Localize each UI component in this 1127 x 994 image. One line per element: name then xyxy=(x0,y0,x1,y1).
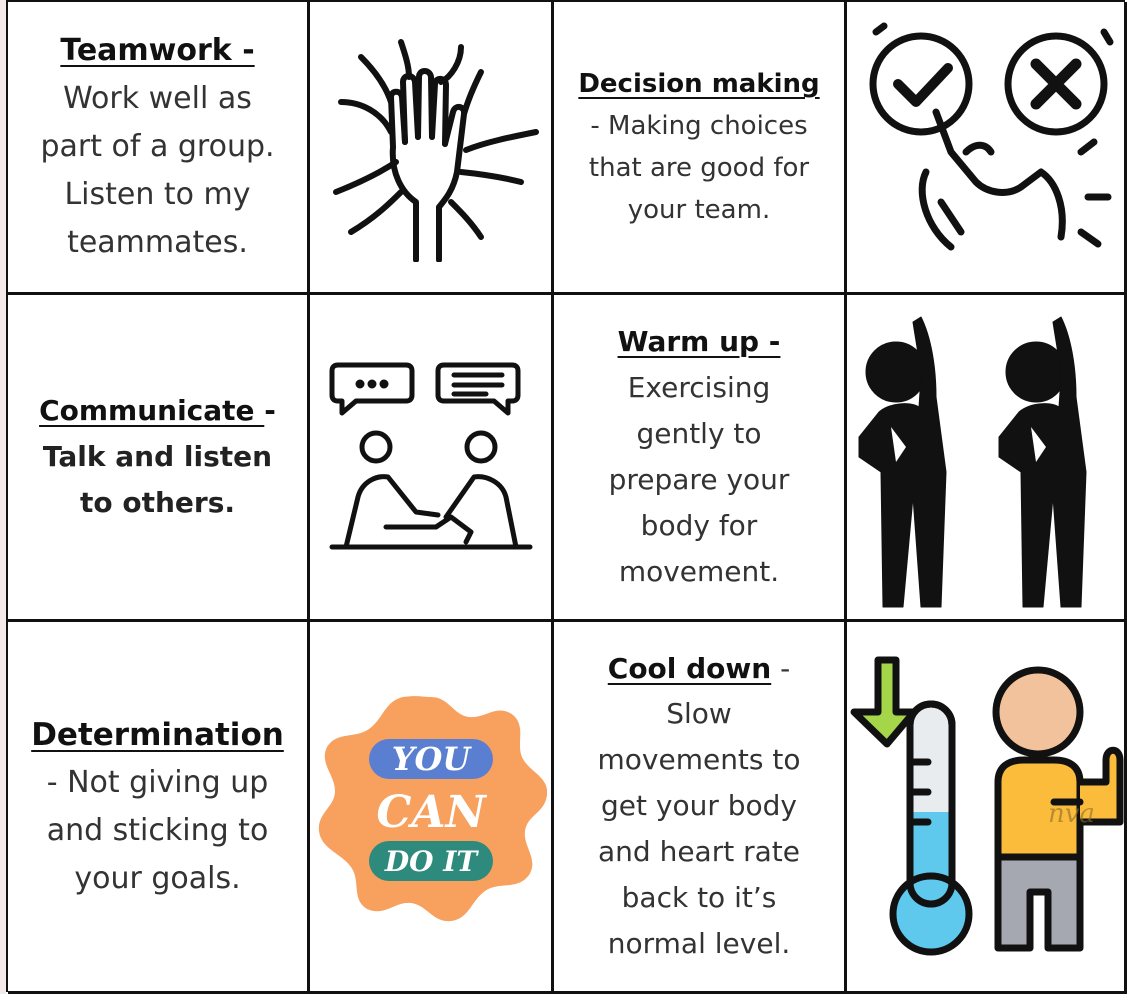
cool-down-line-6: normal level. xyxy=(607,926,791,960)
teamwork-line-3: Listen to my xyxy=(64,177,251,212)
watermark-text: nva xyxy=(1048,799,1095,829)
conversation-handshake-icon xyxy=(310,295,554,622)
card-cool-down: Cool down - Slow movements to get your b… xyxy=(554,622,847,994)
cool-down-line-4: and heart rate xyxy=(598,834,800,868)
cool-down-line-5: back to it’s xyxy=(621,880,777,914)
warm-up-title: Warm up - xyxy=(617,325,781,358)
cool-down-title-suffix: - xyxy=(771,651,791,685)
determination-line-1: - Not giving up xyxy=(46,764,269,800)
card-teamwork: Teamwork - Work well as part of a group.… xyxy=(8,2,310,295)
cool-down-line-2: movements to xyxy=(597,742,801,776)
card-decision-making: Decision making - Making choices that ar… xyxy=(554,2,847,295)
communicate-line-2: to others. xyxy=(79,486,236,519)
determination-line-3: your goals. xyxy=(74,860,241,896)
badge-can-text: CAN xyxy=(376,787,487,838)
determination-title: Determination xyxy=(31,716,284,753)
decision-making-line-1: - Making choices xyxy=(590,111,808,141)
teamwork-line-1: Work well as xyxy=(63,81,252,116)
warm-up-line-5: movement. xyxy=(618,555,780,588)
page-edge xyxy=(0,0,6,994)
badge-you-text: YOU xyxy=(391,740,472,778)
communicate-title-row: Communicate - xyxy=(39,388,276,434)
decision-making-title: Decision making xyxy=(578,69,820,99)
badge-doit-text: DO IT xyxy=(383,845,479,878)
thermometer-person-icon: nva xyxy=(847,622,1127,994)
hands-together-icon xyxy=(310,2,554,295)
warm-up-line-4: body for xyxy=(640,509,758,542)
decision-making-line-2: that are good for xyxy=(588,153,810,183)
card-warm-up: Warm up - Exercising gently to prepare y… xyxy=(554,295,847,622)
warm-up-line-2: gently to xyxy=(636,417,762,450)
stretching-people-icon xyxy=(847,295,1127,622)
cool-down-line-3: get your body xyxy=(601,788,797,822)
card-communicate: Communicate - Talk and listen to others. xyxy=(8,295,310,622)
warm-up-line-3: prepare your xyxy=(608,463,790,496)
cool-down-line-1: Slow xyxy=(666,696,732,730)
communicate-line-1: Talk and listen xyxy=(42,440,273,473)
communicate-title: Communicate xyxy=(39,394,265,427)
warm-up-line-1: Exercising xyxy=(627,371,771,404)
decision-making-line-3: your team. xyxy=(627,195,771,225)
cool-down-title: Cool down xyxy=(607,651,772,685)
skills-grid: Teamwork - Work well as part of a group.… xyxy=(6,0,1127,994)
teamwork-title: Teamwork - xyxy=(60,33,255,68)
check-and-cross-choice-icon xyxy=(847,2,1127,295)
determination-line-2: and sticking to xyxy=(46,812,269,848)
card-determination: Determination - Not giving up and sticki… xyxy=(8,622,310,994)
you-can-do-it-badge: YOU CAN DO IT xyxy=(310,622,554,994)
communicate-title-suffix: - xyxy=(264,394,276,427)
teamwork-line-4: teammates. xyxy=(67,225,248,260)
teamwork-line-2: part of a group. xyxy=(40,129,275,164)
cool-down-title-row: Cool down - xyxy=(608,647,790,691)
